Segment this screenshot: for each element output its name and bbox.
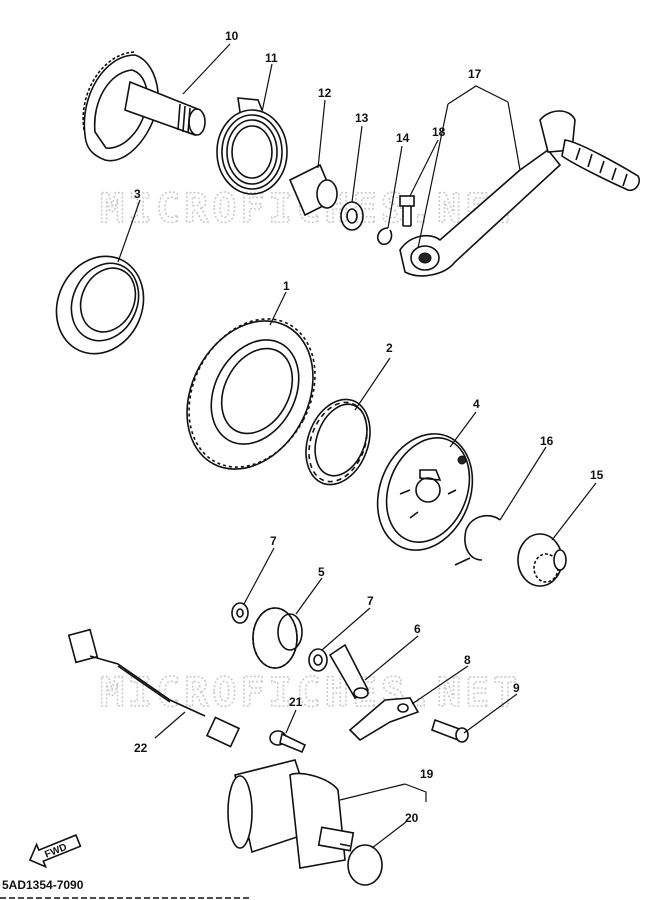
callout-2: 2: [386, 341, 393, 355]
leader-lines: [117, 43, 597, 849]
fwd-label: FWD: [43, 842, 68, 861]
callout-14: 14: [396, 131, 410, 145]
fwd-arrow: FWD: [28, 834, 82, 869]
callout-16: 16: [540, 434, 554, 448]
part-21-bolt: [269, 730, 307, 754]
part-16-spring-clip: [454, 514, 501, 566]
callout-19: 19: [420, 767, 434, 781]
callout-11: 11: [265, 51, 278, 65]
callout-13: 13: [355, 111, 369, 125]
part-22-lead-wire: [67, 628, 241, 748]
diagram-code: 5AD1354-7090: [2, 878, 84, 892]
part-17-kick-crank: [399, 110, 641, 277]
callout-8: 8: [464, 653, 471, 667]
part-4-clutch-housing: [376, 433, 474, 551]
callout-labels: 10 11 12 13 14 18 17 3 1 2 4 16 15 7 5 7…: [134, 29, 604, 825]
callout-7-lower: 7: [367, 594, 374, 608]
callout-20: 20: [405, 811, 419, 825]
part-9-screw: [431, 718, 469, 743]
callout-4: 4: [473, 397, 480, 411]
part-2-one-way-clutch: [305, 398, 371, 486]
part-7-washer-right: [308, 648, 328, 672]
callout-9: 9: [513, 681, 520, 695]
part-14-circlip: [376, 227, 393, 246]
callout-1: 1: [283, 279, 290, 293]
callout-17: 17: [468, 67, 482, 81]
watermark-bottom: MICROFICHES.NET: [100, 670, 521, 716]
callout-10: 10: [225, 29, 239, 43]
part-6-shaft: [328, 643, 370, 700]
part-18-bolt: [399, 195, 415, 227]
part-3-oil-seal: [55, 255, 145, 355]
part-5-idler-gear: [252, 607, 303, 669]
callout-6: 6: [414, 622, 421, 636]
part-10-kick-gear: [82, 51, 206, 162]
callout-12: 12: [318, 86, 332, 100]
part-15-pinion-gear: [517, 533, 567, 587]
part-7-washer-left: [231, 602, 249, 624]
part-1-ring-gear: [186, 318, 316, 470]
part-8-bracket: [348, 697, 420, 742]
part-11-kick-spring: [216, 97, 288, 195]
part-12-collar: [288, 163, 338, 217]
callout-21: 21: [289, 695, 303, 709]
callout-7-upper: 7: [270, 534, 277, 548]
part-20-o-ring: [347, 844, 383, 886]
callout-22: 22: [134, 741, 148, 755]
part-19-starter-motor: [227, 759, 355, 869]
callout-18: 18: [432, 125, 446, 139]
callout-3: 3: [134, 187, 141, 201]
callout-15: 15: [590, 468, 604, 482]
callout-5: 5: [318, 565, 325, 579]
